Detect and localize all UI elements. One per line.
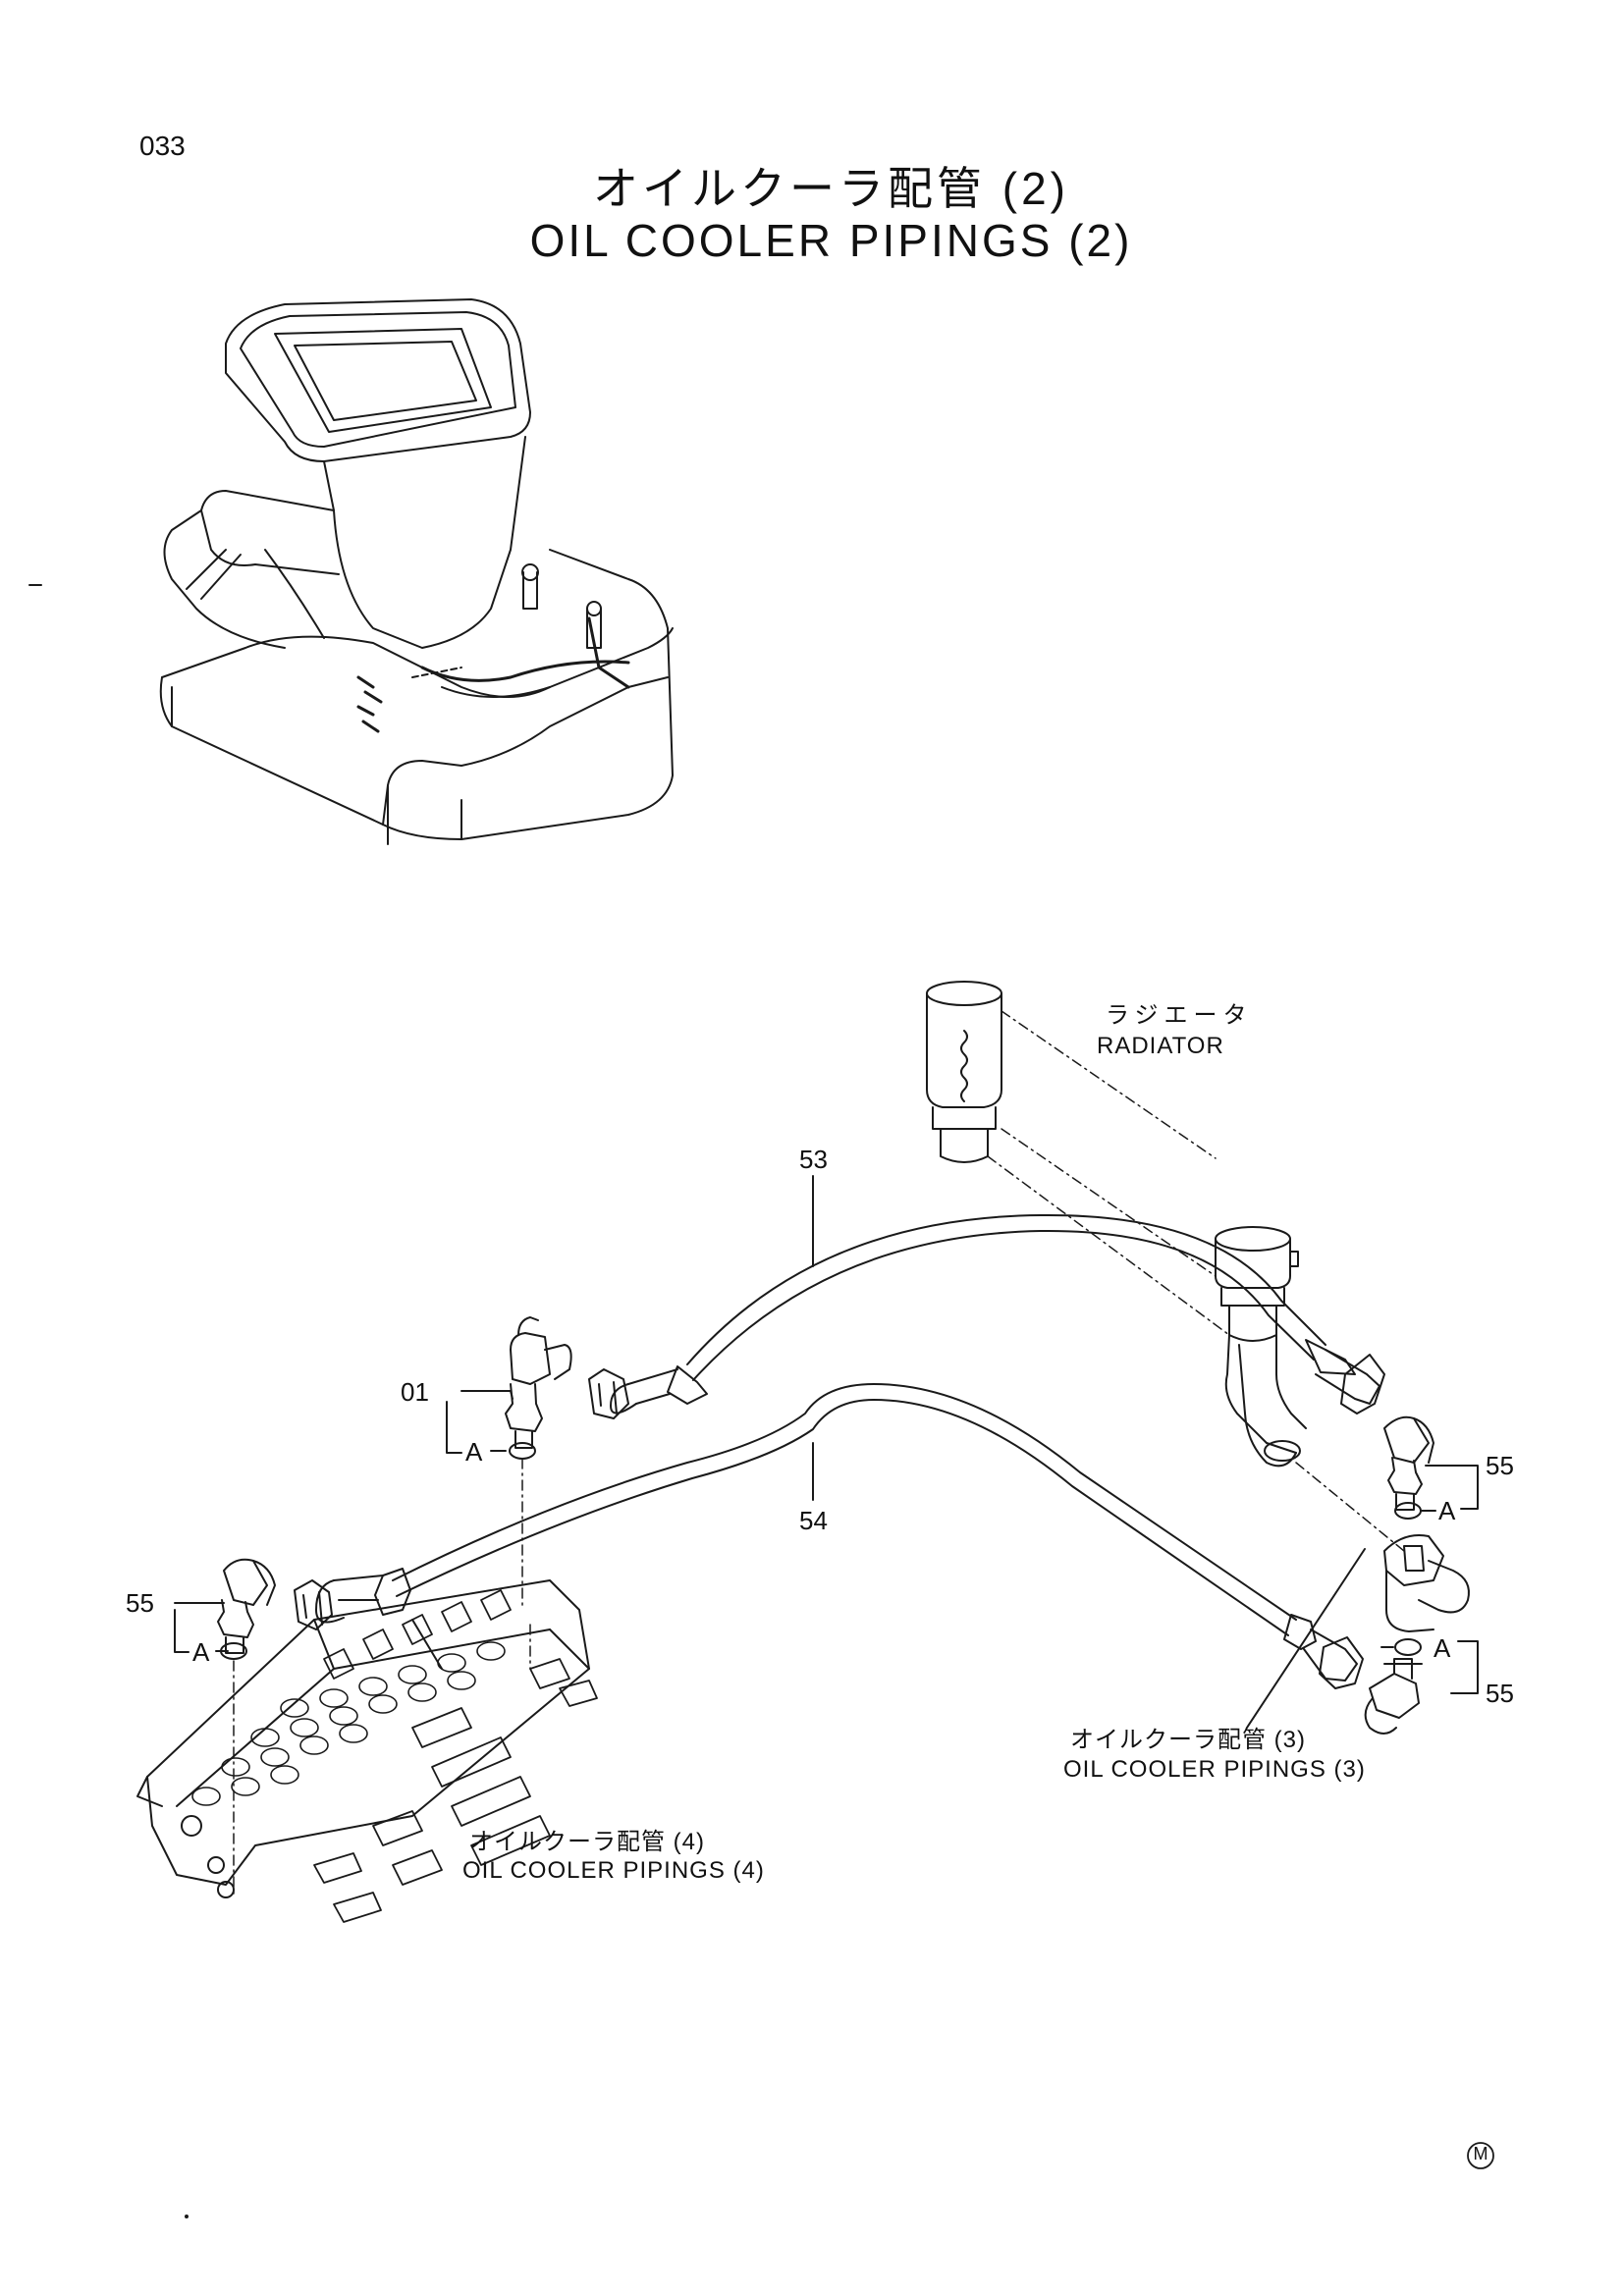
page-title-japanese: オイルクーラ配管 (2)	[593, 163, 1069, 214]
callout-01: 01	[401, 1377, 429, 1407]
fitting-55-left	[217, 1558, 276, 1654]
pipings-3-label-japanese: オイルクーラ配管 (3)	[1070, 1727, 1306, 1753]
radiator-label-english: RADIATOR	[1097, 1033, 1224, 1059]
speck	[185, 2215, 189, 2218]
pipe-53	[588, 1213, 1385, 1419]
pipings-4-label-japanese: オイルクーラ配管 (4)	[469, 1829, 705, 1855]
pipe-54	[294, 1383, 1364, 1689]
pipings-3-label-english: OIL COOLER PIPINGS (3)	[1063, 1756, 1366, 1783]
fitting-55-right-upper	[1383, 1415, 1434, 1511]
leader-pipings-3	[1246, 1548, 1366, 1729]
bracket-55-right-lower	[1450, 1640, 1479, 1694]
view-a-55-right-upper: A	[1438, 1496, 1456, 1525]
oil-cooler-pipe-3-fitting	[1383, 1534, 1470, 1632]
view-a-01: A	[465, 1437, 483, 1467]
control-valve-block	[136, 1579, 598, 1923]
page-number: 033	[139, 131, 186, 161]
radiator-label-japanese: ラジエータ	[1106, 1002, 1253, 1029]
view-a-55-left: A	[192, 1637, 210, 1667]
o-ring-55-right-lower	[1394, 1638, 1422, 1656]
callout-55-left: 55	[126, 1588, 154, 1618]
leader-pipings-4	[411, 1619, 443, 1670]
o-ring-01	[509, 1442, 536, 1460]
fitting-55-right-lower	[1364, 1658, 1423, 1735]
bracket-01	[446, 1401, 462, 1454]
bracket-55-right-upper	[1425, 1465, 1479, 1510]
radiator-drawing	[926, 981, 1405, 1552]
m-mark: M	[1473, 2144, 1488, 2163]
callout-54: 54	[799, 1506, 828, 1535]
callout-55-right-upper: 55	[1486, 1451, 1514, 1480]
callout-55-right-lower: 55	[1486, 1679, 1514, 1708]
pipings-4-label-english: OIL COOLER PIPINGS (4)	[462, 1857, 765, 1884]
callout-53: 53	[799, 1145, 828, 1174]
fitting-01-elbow	[505, 1316, 572, 1449]
bracket-55-left	[174, 1609, 189, 1653]
m-mark-circle	[1467, 2142, 1494, 2169]
machine-overview-sketch	[159, 298, 674, 845]
leader-01	[460, 1390, 514, 1400]
view-a-55-right-lower: A	[1434, 1633, 1451, 1663]
o-ring-55-left	[220, 1642, 247, 1660]
page-title-english: OIL COOLER PIPINGS (2)	[529, 215, 1133, 266]
